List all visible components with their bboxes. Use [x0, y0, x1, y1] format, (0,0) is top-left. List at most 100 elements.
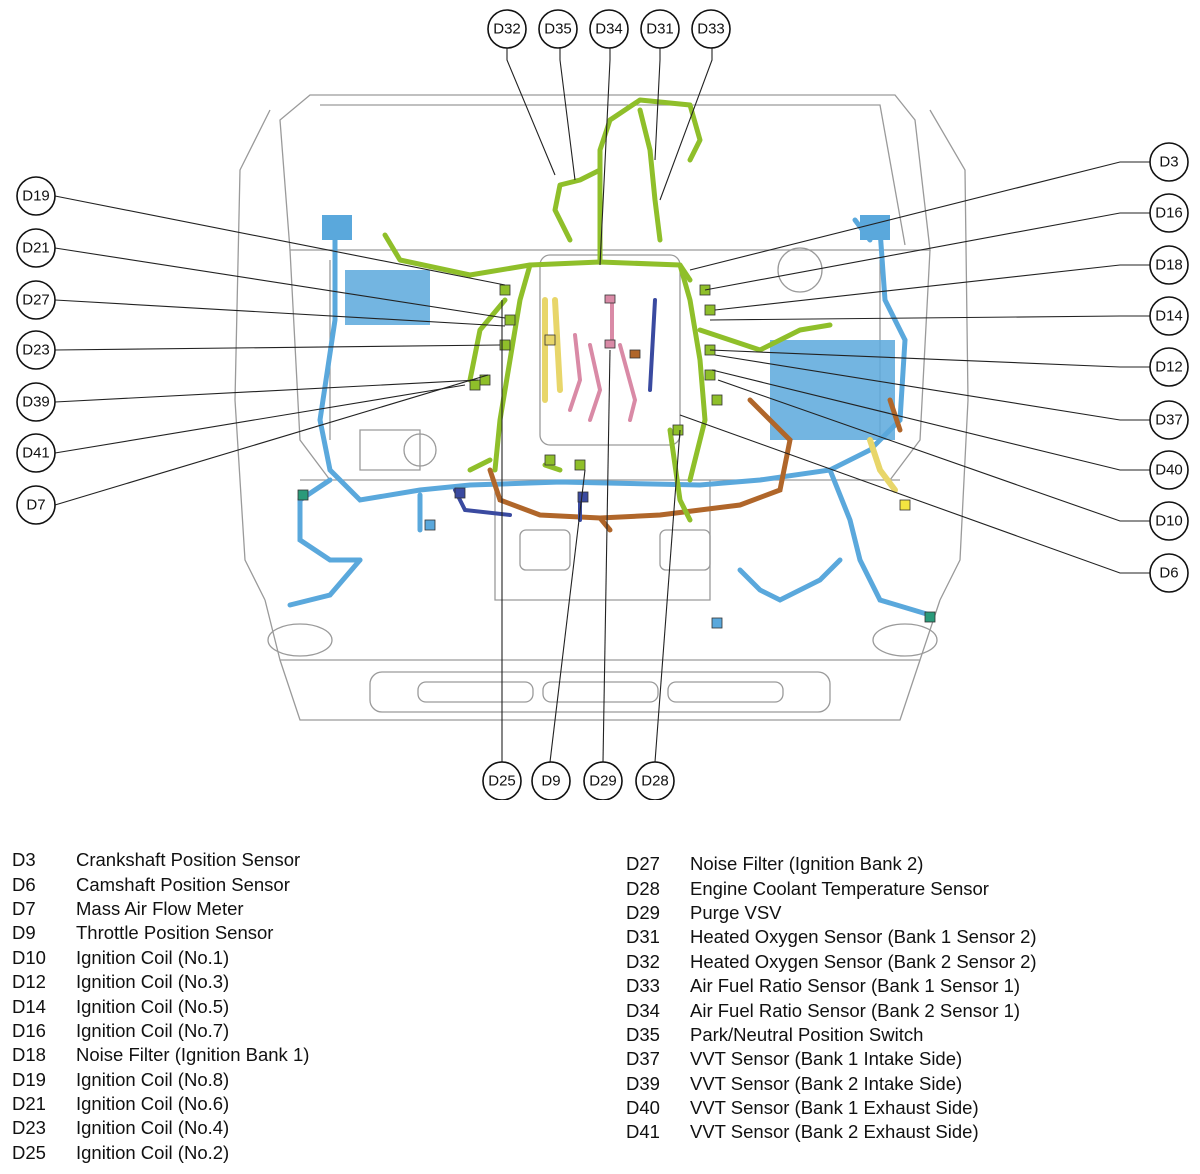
callout-label: D31 — [646, 21, 674, 38]
right-strut — [860, 215, 890, 240]
callout-label: D21 — [22, 240, 50, 257]
legend-row: D32 Heated Oxygen Sensor (Bank 2 Sensor 2… — [626, 950, 1037, 974]
legend-desc: Mass Air Flow Meter — [76, 897, 244, 919]
callout-d33: D33 — [691, 9, 731, 49]
callout-d7: D7 — [16, 485, 56, 525]
legend-code: D40 — [626, 1097, 660, 1119]
legend-desc: Heated Oxygen Sensor (Bank 1 Sensor 2) — [690, 926, 1037, 948]
legend-row: D33 Air Fuel Ratio Sensor (Bank 1 Sensor … — [626, 974, 1037, 998]
legend-row: D3 Crankshaft Position Sensor — [12, 848, 309, 872]
callout-d9: D9 — [531, 761, 571, 800]
legend-row: D25 Ignition Coil (No.2) — [12, 1141, 309, 1165]
legend-code: D35 — [626, 1023, 660, 1045]
legend-code: D23 — [12, 1117, 46, 1139]
legend-desc: Park/Neutral Position Switch — [690, 1023, 924, 1045]
legend-code: D3 — [12, 849, 36, 871]
legend-row: D31 Heated Oxygen Sensor (Bank 1 Sensor 2… — [626, 925, 1037, 949]
legend-desc: Ignition Coil (No.5) — [76, 995, 230, 1017]
callout-d40: D40 — [1149, 450, 1189, 490]
callout-label: D39 — [22, 394, 50, 411]
callout-label: D37 — [1155, 412, 1183, 429]
legend-code: D10 — [12, 946, 46, 968]
callout-label: D34 — [595, 21, 623, 38]
legend-code: D9 — [12, 922, 36, 944]
callout-label: D6 — [1159, 565, 1178, 582]
callout-label: D35 — [544, 21, 572, 38]
legend-row: D16 Ignition Coil (No.7) — [12, 1019, 309, 1043]
yellow-harness — [542, 297, 898, 493]
callout-label: D28 — [641, 773, 669, 790]
leader-lines — [54, 47, 1150, 763]
legend-code: D37 — [626, 1048, 660, 1070]
legend-desc: Ignition Coil (No.2) — [76, 1141, 230, 1163]
legend-code: D32 — [626, 950, 660, 972]
legend-code: D7 — [12, 897, 36, 919]
legend-desc: Engine Coolant Temperature Sensor — [690, 877, 989, 899]
callout-label: D14 — [1155, 308, 1183, 325]
blue-harness — [287, 217, 933, 618]
legend-desc: Air Fuel Ratio Sensor (Bank 2 Sensor 1) — [690, 999, 1021, 1021]
legend-code: D25 — [12, 1141, 46, 1163]
callout-d35: D35 — [538, 9, 578, 49]
legend-code: D39 — [626, 1072, 660, 1094]
callout-d31: D31 — [640, 9, 680, 49]
legend-desc: Ignition Coil (No.7) — [76, 1019, 230, 1041]
legend-desc: Ignition Coil (No.8) — [76, 1068, 230, 1090]
legend-desc: Camshaft Position Sensor — [76, 873, 290, 895]
callout-label: D12 — [1155, 359, 1183, 376]
legend-desc: Ignition Coil (No.4) — [76, 1117, 230, 1139]
legend-code: D18 — [12, 1044, 46, 1066]
legend-desc: Noise Filter (Ignition Bank 2) — [690, 853, 924, 875]
callout-d41: D41 — [16, 433, 56, 473]
callout-d27: D27 — [16, 280, 56, 320]
legend-code: D31 — [626, 926, 660, 948]
legend-desc: Air Fuel Ratio Sensor (Bank 1 Sensor 1) — [690, 975, 1021, 997]
legend-row: D39 VVT Sensor (Bank 2 Intake Side) — [626, 1072, 1037, 1096]
callout-label: D32 — [493, 21, 521, 38]
legend-desc: VVT Sensor (Bank 2 Intake Side) — [690, 1072, 963, 1094]
left-strut — [322, 215, 352, 240]
callout-d32: D32 — [487, 9, 527, 49]
callout-label: D23 — [22, 342, 50, 359]
pink-harness — [568, 298, 638, 422]
legend-desc: Crankshaft Position Sensor — [76, 849, 301, 871]
engine-harness-diagram: D32 D35 D34 D31 D33 D19 D21 D27 D23 D39 … — [16, 9, 1189, 800]
legend-desc: Ignition Coil (No.3) — [76, 971, 230, 993]
connectors — [297, 284, 936, 629]
green-harness — [382, 97, 833, 523]
vehicle-outline — [234, 94, 969, 721]
callout-d6: D6 — [1149, 553, 1189, 593]
legend-code: D34 — [626, 999, 660, 1021]
callout-d18: D18 — [1149, 245, 1189, 285]
callout-d10: D10 — [1149, 501, 1189, 541]
legend-desc: Heated Oxygen Sensor (Bank 2 Sensor 2) — [690, 950, 1037, 972]
legend-row: D23 Ignition Coil (No.4) — [12, 1116, 309, 1140]
legend-row: D7 Mass Air Flow Meter — [12, 897, 309, 921]
callout-d28: D28 — [635, 761, 675, 800]
callout-label: D40 — [1155, 462, 1183, 479]
legend-code: D27 — [626, 853, 660, 875]
callout-d3: D3 — [1149, 142, 1189, 182]
legend-code: D33 — [626, 975, 660, 997]
left-fuse-box — [345, 270, 430, 325]
callout-label: D10 — [1155, 513, 1183, 530]
callout-d39: D39 — [16, 382, 56, 422]
legend-desc: VVT Sensor (Bank 2 Exhaust Side) — [690, 1121, 979, 1143]
callout-label: D18 — [1155, 257, 1183, 274]
legend-code: D21 — [12, 1093, 46, 1115]
legend-code: D16 — [12, 1019, 46, 1041]
callout-d34: D34 — [589, 9, 629, 49]
